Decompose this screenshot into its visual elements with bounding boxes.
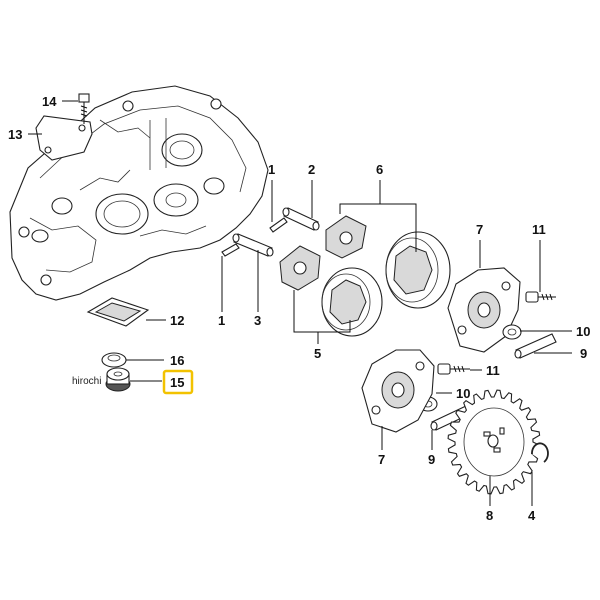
- inner-rotor-lower: [279, 245, 321, 291]
- callout-8: 8: [486, 508, 493, 523]
- callout-10-lower: 10: [456, 386, 470, 401]
- callout-15: 15: [170, 375, 184, 390]
- callout-9-upper: 9: [580, 346, 587, 361]
- callouts: 14 13 12 16 15 1 2 6 1 3 5 7 11 10 9 11 …: [8, 94, 590, 523]
- callout-13: 13: [8, 127, 22, 142]
- callout-10-upper: 10: [576, 324, 590, 339]
- callout-2: 2: [308, 162, 315, 177]
- washer-10-upper: [502, 324, 522, 340]
- gear-8: [447, 389, 541, 495]
- bolt-11-lower: [437, 363, 470, 375]
- watermark-text: hirochi: [72, 376, 101, 387]
- leader-lines: [28, 100, 572, 506]
- outer-rotor-lower: [321, 267, 383, 337]
- callout-7-lower: 7: [378, 452, 385, 467]
- seal-ring-16: [101, 352, 127, 368]
- bolt-14: [78, 93, 90, 124]
- callout-1-lower: 1: [218, 313, 225, 328]
- pin-1-lower: [221, 243, 240, 257]
- pin-1-upper: [269, 217, 288, 233]
- circlip-4: [531, 442, 549, 463]
- shaft-2: [282, 207, 320, 231]
- callout-6: 6: [376, 162, 383, 177]
- callout-4: 4: [528, 508, 536, 523]
- cover-plate: [35, 115, 93, 161]
- callout-11-upper: 11: [532, 222, 546, 237]
- callout-7-upper: 7: [476, 222, 483, 237]
- callout-5: 5: [314, 346, 321, 361]
- gasket-12: [86, 297, 150, 327]
- callout-1-upper: 1: [268, 162, 275, 177]
- outer-rotor-upper: [385, 231, 451, 309]
- callout-16: 16: [170, 353, 184, 368]
- inner-rotor-upper: [325, 215, 367, 259]
- dowel-9-upper: [514, 333, 557, 359]
- callout-15-highlight: [162, 369, 194, 395]
- bolt-11-upper: [525, 291, 556, 303]
- callout-12: 12: [170, 313, 184, 328]
- plug-15: [105, 367, 131, 392]
- pump-cover-lower: [361, 349, 435, 433]
- callout-3: 3: [254, 313, 261, 328]
- pump-cover-upper: [447, 267, 521, 353]
- callout-9-lower: 9: [428, 452, 435, 467]
- callout-11-lower: 11: [486, 363, 500, 378]
- callout-14: 14: [42, 94, 57, 109]
- shaft-3: [232, 233, 274, 257]
